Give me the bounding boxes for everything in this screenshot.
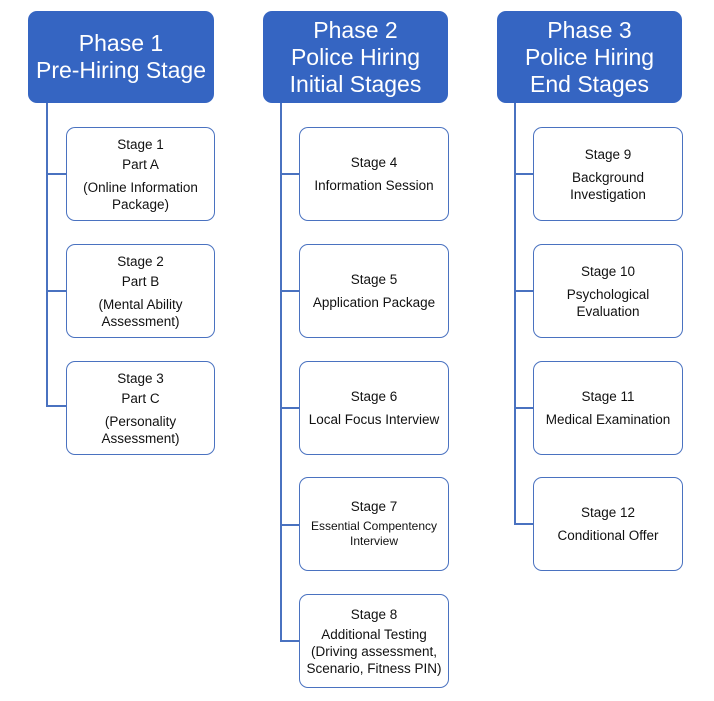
- phase-3-connector-branch: [514, 523, 533, 525]
- phase-2-connector-branch: [280, 290, 299, 292]
- phase-1-subtitle: Pre-Hiring Stage: [35, 57, 207, 83]
- stage-8-line: Additional Testing: [321, 626, 427, 642]
- stage-7-line: Interview: [349, 534, 399, 548]
- stage-2-line: Part B: [121, 273, 160, 289]
- stage-4-line: Information Session: [314, 178, 434, 193]
- stage-12-title: Stage 12: [580, 505, 636, 520]
- stage-1-line: Package): [111, 196, 170, 212]
- stage-3-line: Part C: [121, 390, 160, 406]
- phase-2-connector-branch: [280, 173, 299, 175]
- phase-3-connector-trunk: [514, 103, 516, 525]
- phase-2-title: Phase 2: [313, 16, 398, 43]
- phase-3-subtitle: End Stages: [530, 70, 649, 97]
- stage-7-card: Stage 7 Essential Compentency Interview: [299, 477, 449, 571]
- phase-1-connector-branch: [46, 173, 66, 175]
- phase-2-subtitle: Initial Stages: [289, 70, 422, 97]
- stage-2-card: Stage 2 Part B (Mental Ability Assessmen…: [66, 244, 215, 338]
- stage-7-title: Stage 7: [350, 499, 398, 514]
- stage-3-card: Stage 3 Part C (Personality Assessment): [66, 361, 215, 455]
- stage-9-card: Stage 9 Background Investigation: [533, 127, 683, 221]
- stage-11-title: Stage 11: [581, 389, 635, 404]
- phase-3-connector-branch: [514, 173, 533, 175]
- stage-4-card: Stage 4 Information Session: [299, 127, 449, 221]
- phase-3-subtitle: Police Hiring: [524, 43, 655, 70]
- stage-6-title: Stage 6: [350, 389, 398, 404]
- stage-12-card: Stage 12 Conditional Offer: [533, 477, 683, 571]
- stage-9-line: Background: [571, 169, 645, 185]
- phase-3-header: Phase 3 Police Hiring End Stages: [497, 11, 682, 103]
- stage-8-line: (Driving assessment,: [310, 643, 438, 659]
- stage-5-card: Stage 5 Application Package: [299, 244, 449, 338]
- stage-8-title: Stage 8: [350, 606, 398, 622]
- stage-5-line: Application Package: [312, 295, 436, 310]
- stage-1-title: Stage 1: [117, 136, 164, 152]
- stage-11-line: Medical Examination: [545, 412, 671, 427]
- phase-2-subtitle: Police Hiring: [290, 43, 421, 70]
- stage-9-title: Stage 9: [584, 146, 632, 162]
- phase-1-connector-branch: [46, 290, 66, 292]
- stage-6-line: Local Focus Interview: [308, 412, 440, 427]
- stage-10-title: Stage 10: [580, 263, 636, 279]
- stage-11-card: Stage 11 Medical Examination: [533, 361, 683, 455]
- stage-5-title: Stage 5: [350, 272, 398, 287]
- stage-10-card: Stage 10 Psychological Evaluation: [533, 244, 683, 338]
- stage-1-line: Part A: [122, 156, 159, 172]
- phase-2-connector-branch: [280, 640, 299, 642]
- stage-1-card: Stage 1 Part A (Online Information Packa…: [66, 127, 215, 221]
- phase-3-connector-branch: [514, 290, 533, 292]
- phase-2-connector-branch: [280, 524, 299, 526]
- stage-2-line: (Mental Ability: [98, 296, 183, 312]
- phase-1-title: Phase 1: [78, 30, 164, 56]
- stage-2-line: Assessment): [101, 313, 180, 329]
- stage-2-title: Stage 2: [117, 253, 164, 269]
- phase-3-connector-branch: [514, 407, 533, 409]
- stage-6-card: Stage 6 Local Focus Interview: [299, 361, 449, 455]
- phase-1-header: Phase 1 Pre-Hiring Stage: [28, 11, 214, 103]
- stage-10-line: Psychological: [566, 286, 650, 302]
- phase-2-connector-trunk: [280, 103, 282, 642]
- phase-2-header: Phase 2 Police Hiring Initial Stages: [263, 11, 448, 103]
- stage-9-line: Investigation: [570, 186, 646, 202]
- stage-8-line: Scenario, Fitness PIN): [306, 660, 442, 676]
- stage-12-line: Conditional Offer: [557, 528, 659, 543]
- stage-4-title: Stage 4: [350, 155, 398, 170]
- stage-10-line: Evaluation: [576, 303, 640, 319]
- phase-2-connector-branch: [280, 407, 299, 409]
- stage-3-line: Assessment): [101, 430, 180, 446]
- stage-7-line: Essential Compentency: [310, 519, 438, 533]
- phase-3-title: Phase 3: [547, 16, 632, 43]
- stage-8-card: Stage 8 Additional Testing (Driving asse…: [299, 594, 449, 688]
- phase-1-connector-trunk: [46, 103, 48, 407]
- stage-3-title: Stage 3: [117, 370, 164, 386]
- stage-1-line: (Online Information: [83, 179, 198, 195]
- stage-3-line: (Personality: [104, 413, 177, 429]
- phase-1-connector-branch: [46, 405, 66, 407]
